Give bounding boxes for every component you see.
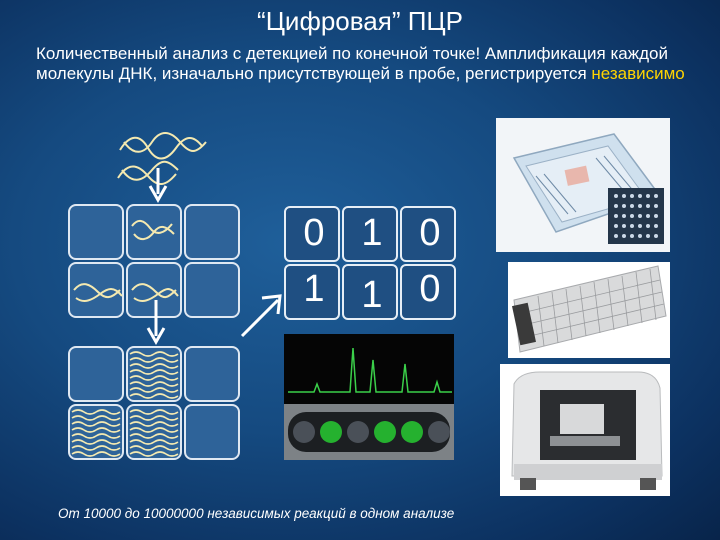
digit-box xyxy=(284,206,340,262)
dna-strands-top xyxy=(117,132,207,185)
chip-drawing xyxy=(512,133,664,244)
grid-cell xyxy=(184,404,240,460)
arrow-diagonal-icon xyxy=(240,294,282,338)
grid-cell xyxy=(68,346,124,402)
grid-cell xyxy=(184,204,240,260)
digit-box xyxy=(284,264,340,320)
digit-value: 1 xyxy=(361,274,383,316)
digit-value: 0 xyxy=(419,268,441,310)
amplified-dna xyxy=(71,351,179,457)
instrument-drawing xyxy=(511,371,663,490)
arrow-down-icon xyxy=(148,168,168,204)
array-plate-photo xyxy=(508,262,670,358)
intro-main-text: Количественный анализ с детекцией по кон… xyxy=(36,44,668,83)
chip-photo xyxy=(496,118,670,252)
digit-value: 0 xyxy=(419,212,441,254)
detection-readout-image xyxy=(284,334,454,460)
grid-cell xyxy=(68,204,124,260)
digit-box xyxy=(400,264,456,320)
digit-value: 1 xyxy=(303,268,325,310)
dna-in-cells xyxy=(73,220,179,302)
digit-value: 0 xyxy=(303,212,325,254)
intro-text: Количественный анализ с детекцией по кон… xyxy=(36,44,706,84)
digit-box xyxy=(400,206,456,262)
arrow-down-icon xyxy=(146,300,166,346)
plate-drawing xyxy=(512,265,667,353)
footer-caption: От 10000 до 10000000 независимых реакций… xyxy=(58,506,455,521)
grid-cell xyxy=(184,262,240,318)
instrument-photo xyxy=(500,364,670,496)
digit-box xyxy=(342,206,398,262)
intro-highlight: независимо xyxy=(591,64,685,83)
digit-value: 1 xyxy=(361,212,383,254)
digit-box xyxy=(342,264,398,320)
grid-cell xyxy=(184,346,240,402)
slide-title: “Цифровая” ПЦР xyxy=(257,6,463,36)
